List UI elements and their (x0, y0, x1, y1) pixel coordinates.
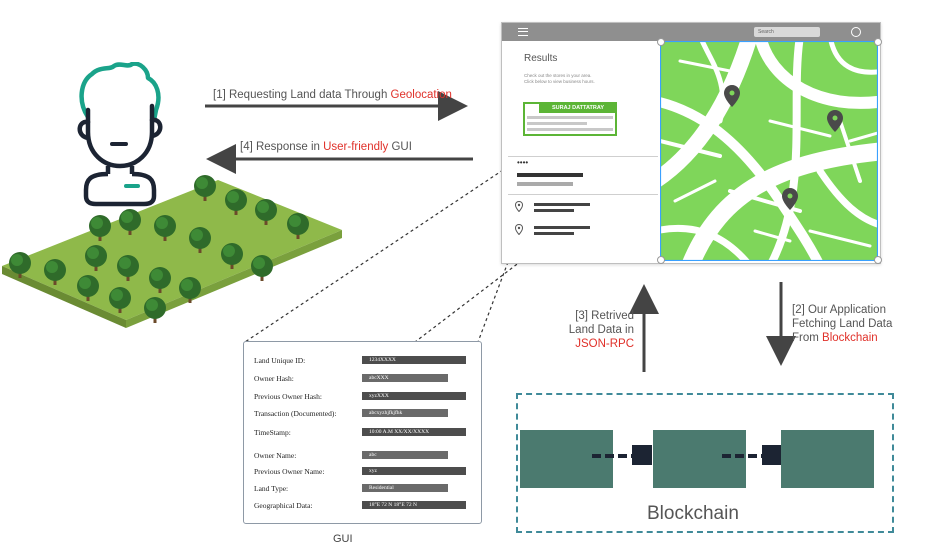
form-label: Land Type: (254, 484, 289, 493)
blockchain-container (516, 393, 894, 533)
blockchain-label: Blockchain (647, 503, 739, 524)
card-name: SURAJ DATTATRAY (539, 104, 617, 113)
tree (194, 175, 216, 201)
map-resize-handle[interactable] (657, 38, 665, 46)
tree (221, 243, 243, 269)
window-toolbar: Search (502, 23, 880, 41)
location-pin-icon (515, 201, 523, 212)
tree (154, 215, 176, 241)
tree (149, 267, 171, 293)
form-value: xyzXXX (362, 392, 466, 400)
map-pin-icon (782, 188, 798, 210)
result-card[interactable]: SURAJ DATTATRAY (523, 102, 617, 136)
form-value: 18°E 72 N 18°E 72 N (362, 501, 466, 509)
form-value: Residential (362, 484, 448, 492)
results-title: Results (524, 53, 558, 64)
tree (255, 199, 277, 225)
form-label: Previous Owner Hash: (254, 392, 322, 401)
tree (287, 213, 309, 239)
divider (508, 156, 658, 157)
tree (85, 245, 107, 271)
tree (144, 297, 166, 323)
map-view[interactable] (660, 41, 878, 261)
block (520, 430, 613, 488)
form-label: TimeStamp: (254, 428, 291, 437)
results-window: Search Results Check out the stores in y… (501, 22, 882, 264)
search-input[interactable]: Search (754, 27, 820, 37)
tree (109, 287, 131, 313)
form-value: 10:00 A.M XX/XX/XXXX (362, 428, 466, 436)
tree (117, 255, 139, 281)
divider (508, 194, 658, 195)
map-resize-handle[interactable] (657, 256, 665, 264)
map-resize-handle[interactable] (874, 38, 882, 46)
form-value: abc (362, 451, 448, 459)
zoom-line (477, 261, 509, 343)
chain-link (592, 454, 632, 458)
form-label: Land Unique ID: (254, 356, 306, 365)
form-value: xyz (362, 467, 466, 475)
tree (9, 252, 31, 278)
response-label: [4] Response in User-friendly GUI (240, 141, 412, 153)
tree (77, 275, 99, 301)
tree (44, 259, 66, 285)
map-resize-handle[interactable] (874, 256, 882, 264)
form-label: Geographical Data: (254, 501, 313, 510)
map-pin-icon (724, 85, 740, 107)
fetching-label: [2] Our Application Fetching Land Data F… (792, 304, 893, 344)
block (653, 430, 746, 488)
form-value: abcxyzhjfkjfhk (362, 409, 448, 417)
chain-link (632, 445, 652, 465)
map-pin-icon (827, 110, 843, 132)
block (781, 430, 874, 488)
land-field-illustration (2, 175, 342, 328)
zoom-line (244, 159, 519, 343)
tree (179, 277, 201, 303)
form-label: Owner Hash: (254, 374, 294, 383)
form-value: 1234XXXX (362, 356, 466, 364)
user-icon (77, 62, 163, 207)
profile-icon[interactable] (851, 27, 861, 37)
tree (189, 227, 211, 253)
tree (119, 209, 141, 235)
tree (225, 189, 247, 215)
form-label: Previous Owner Name: (254, 467, 325, 476)
dots-indicator: •••• (517, 158, 529, 167)
menu-icon[interactable] (518, 28, 528, 36)
form-label: Transaction (Documented): (254, 409, 337, 418)
results-description: Check out the stores in your area. Click… (524, 73, 595, 84)
request-label: [1] Requesting Land data Through Geoloca… (213, 89, 452, 101)
land-details-form: Land Unique ID: 1234XXXX Owner Hash: abc… (243, 341, 482, 524)
chain-link (722, 454, 762, 458)
retrieved-label: [3] Retrived Land Data in JSON-RPC (568, 310, 634, 350)
tree (89, 215, 111, 241)
gui-caption: GUI (333, 533, 353, 545)
chain-link (762, 445, 782, 465)
tree (251, 255, 273, 281)
location-pin-icon (515, 224, 523, 235)
form-value: abcXXX (362, 374, 448, 382)
form-label: Owner Name: (254, 451, 297, 460)
